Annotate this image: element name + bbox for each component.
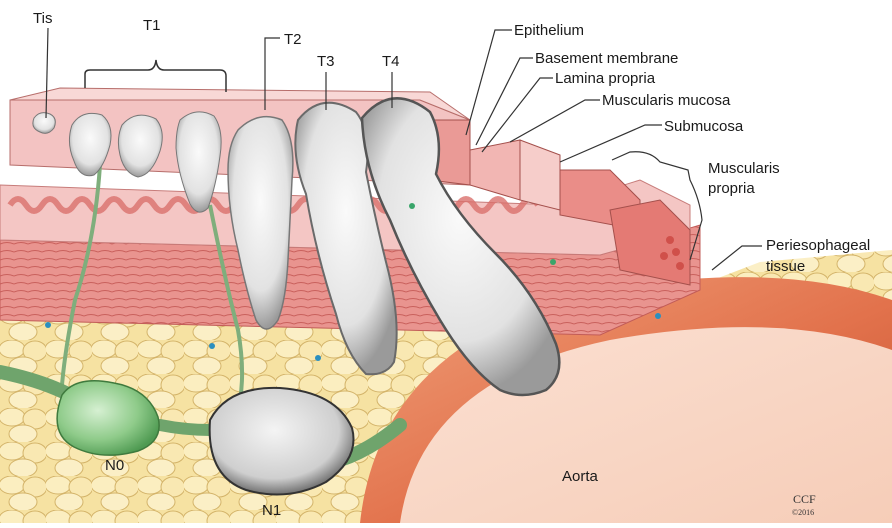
- label-n1: N1: [262, 502, 281, 519]
- label-t3: T3: [317, 53, 335, 70]
- label-submucosa: Submucosa: [664, 118, 743, 135]
- credit-name: CCF: [793, 492, 816, 507]
- label-lamina-propria: Lamina propria: [555, 70, 655, 87]
- label-periesophageal-line2: tissue: [766, 258, 805, 275]
- submucosa-leader: [560, 125, 662, 162]
- label-t4: T4: [382, 53, 400, 70]
- label-t1: T1: [143, 17, 161, 34]
- label-periesophageal-line1: Periesophageal: [766, 237, 870, 254]
- label-muscularis-propria-line1: Muscularis: [708, 160, 780, 177]
- label-basement-membrane: Basement membrane: [535, 50, 678, 67]
- label-muscularis-propria-line2: propria: [708, 180, 755, 197]
- tumor-tis: [33, 113, 55, 134]
- credit-year: ©2016: [792, 508, 814, 517]
- lymph-vessel-link: [160, 425, 210, 430]
- label-aorta: Aorta: [562, 468, 598, 485]
- label-muscularis-mucosa: Muscularis mucosa: [602, 92, 730, 109]
- label-n0: N0: [105, 457, 124, 474]
- label-tis: Tis: [33, 10, 52, 27]
- lymph-node-n1: [210, 388, 354, 495]
- muscularis-mucosa-leader: [510, 100, 600, 142]
- label-epithelium: Epithelium: [514, 22, 584, 39]
- label-t2: T2: [284, 31, 302, 48]
- t1-bracket: [85, 60, 226, 92]
- basement-membrane-leader: [476, 58, 533, 145]
